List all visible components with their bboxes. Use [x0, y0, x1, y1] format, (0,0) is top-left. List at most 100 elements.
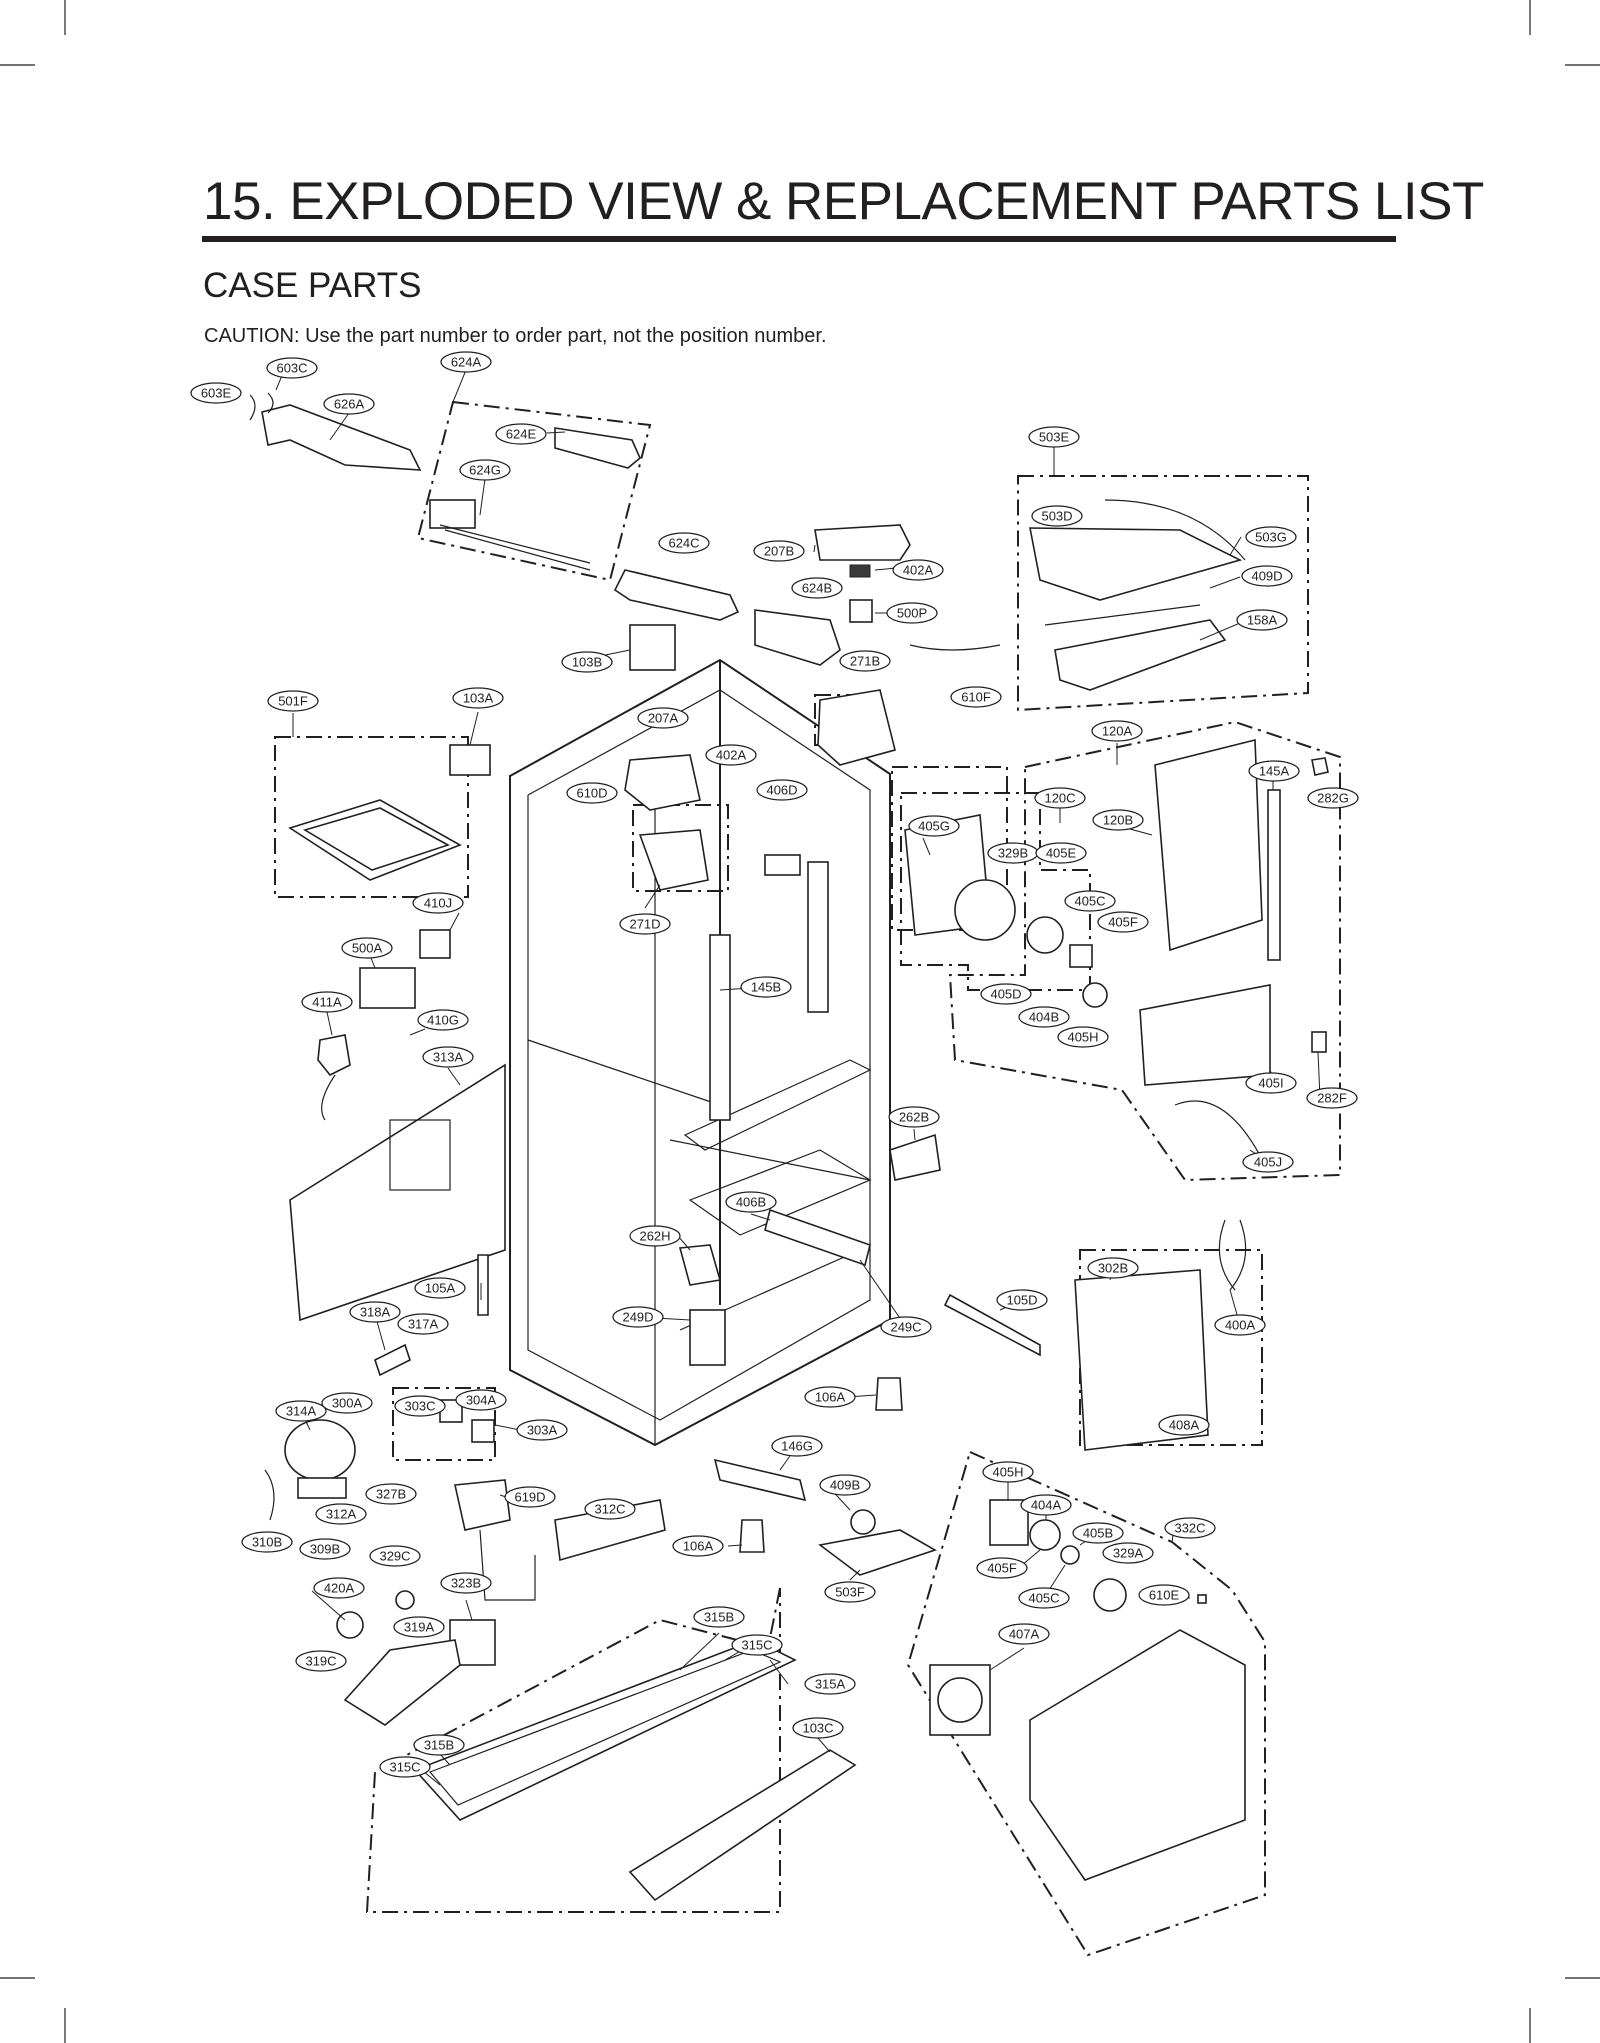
- callout-label: 408A: [1169, 1418, 1200, 1433]
- callout-label: 313A: [433, 1050, 464, 1065]
- callout-label: 146G: [781, 1439, 813, 1454]
- callout-label: 503G: [1255, 530, 1287, 545]
- callout-label: 411A: [312, 995, 342, 1010]
- callout-label: 103C: [802, 1721, 833, 1736]
- callout-label: 500P: [897, 606, 927, 621]
- callout-label: 302B: [1098, 1261, 1128, 1276]
- callout-label: 503D: [1041, 509, 1072, 524]
- callout-label: 503F: [835, 1585, 865, 1600]
- callout-labels: 603C 603E 626A 624A 624E 624G 503E 503D …: [190, 351, 1359, 1778]
- callout-label: 405J: [1254, 1155, 1282, 1170]
- callout-label: 406D: [766, 783, 797, 798]
- callout-label: 624A: [451, 355, 482, 370]
- callout-label: 405F: [987, 1561, 1017, 1576]
- callout-label: 207B: [764, 544, 794, 559]
- callout-label: 310B: [252, 1535, 282, 1550]
- callout-label: 312C: [594, 1502, 625, 1517]
- callout-label: 319A: [404, 1620, 435, 1635]
- callout-label: 282F: [1317, 1091, 1347, 1106]
- callout-label: 303A: [527, 1423, 558, 1438]
- callout-label: 329C: [379, 1549, 410, 1564]
- callout-label: 500A: [352, 941, 383, 956]
- callout-label: 405B: [1083, 1526, 1113, 1541]
- callout-label: 262H: [639, 1229, 670, 1244]
- callout-label: 610E: [1149, 1588, 1180, 1603]
- callout-label: 420A: [324, 1581, 355, 1596]
- callout-label: 402A: [903, 563, 934, 578]
- callout-label: 405D: [990, 987, 1021, 1002]
- page-title: 15. EXPLODED VIEW & REPLACEMENT PARTS LI…: [203, 172, 1484, 231]
- callout-label: 409B: [830, 1478, 860, 1493]
- callout-label: 404B: [1029, 1010, 1059, 1025]
- callout-label: 405C: [1074, 894, 1105, 909]
- callout-label: 249D: [622, 1310, 653, 1325]
- callout-label: 610D: [576, 786, 607, 801]
- callout-label: 158A: [1247, 613, 1278, 628]
- callout-label: 410G: [427, 1013, 459, 1028]
- callout-label: 603E: [201, 386, 232, 401]
- callout-label: 271B: [850, 654, 880, 669]
- callout-label: 315A: [815, 1677, 846, 1692]
- callout-label: 312A: [326, 1507, 357, 1522]
- callout-label: 120C: [1044, 791, 1075, 806]
- callout-label: 624E: [506, 427, 537, 442]
- callout-label: 624G: [469, 463, 501, 478]
- callout-label: 106A: [815, 1390, 846, 1405]
- callout-label: 319C: [305, 1654, 336, 1669]
- callout-label: 300A: [332, 1396, 363, 1411]
- callout-label: 106A: [683, 1539, 714, 1554]
- callout-label: 314A: [286, 1404, 317, 1419]
- callout-label: 603C: [276, 361, 307, 376]
- callout-label: 405F: [1108, 915, 1138, 930]
- callout-label: 409D: [1251, 569, 1282, 584]
- callout-label: 207A: [648, 711, 679, 726]
- title-rule: [202, 236, 1396, 242]
- callout-label: 619D: [514, 1490, 545, 1505]
- callout-label: 103A: [463, 691, 494, 706]
- callout-label: 626A: [334, 397, 365, 412]
- callout-label: 402A: [716, 748, 747, 763]
- caution-note: CAUTION: Use the part number to order pa…: [204, 325, 827, 347]
- callout-label: 105A: [425, 1281, 456, 1296]
- callout-label: 145A: [1259, 764, 1290, 779]
- callout-label: 120A: [1102, 724, 1133, 739]
- callout-label: 145B: [751, 980, 781, 995]
- callout-label: 624B: [802, 581, 832, 596]
- callout-label: 610F: [961, 690, 991, 705]
- callout-label: 249C: [890, 1320, 921, 1335]
- callout-label: 282G: [1317, 791, 1349, 806]
- callout-label: 103B: [572, 655, 602, 670]
- callout-label: 405E: [1046, 846, 1077, 861]
- callout-label: 405G: [918, 819, 950, 834]
- parts: [249, 392, 1329, 1902]
- callout-label: 405I: [1258, 1076, 1283, 1091]
- callout-label: 332C: [1174, 1521, 1205, 1536]
- callout-label: 329A: [1113, 1546, 1144, 1561]
- section-title: CASE PARTS: [203, 266, 422, 305]
- callout-label: 624C: [668, 536, 699, 551]
- callout-label: 503E: [1039, 430, 1070, 445]
- callout-label: 410J: [424, 896, 452, 911]
- callout-label: 262B: [899, 1110, 929, 1125]
- callout-label: 327B: [376, 1487, 406, 1502]
- callout-label: 315B: [424, 1738, 454, 1753]
- callout-label: 404A: [1031, 1498, 1062, 1513]
- callout-label: 405C: [1028, 1591, 1059, 1606]
- callout-label: 501F: [278, 694, 308, 709]
- callout-label: 303C: [404, 1399, 435, 1414]
- callout-label: 120B: [1103, 813, 1133, 828]
- callout-label: 323B: [451, 1576, 481, 1591]
- callout-label: 400A: [1225, 1318, 1256, 1333]
- callout-label: 105D: [1006, 1293, 1037, 1308]
- callout-label: 315B: [704, 1610, 734, 1625]
- callout-label: 309B: [310, 1542, 340, 1557]
- callout-label: 315C: [389, 1760, 420, 1775]
- callout-label: 317A: [408, 1317, 439, 1332]
- callout-label: 405H: [1067, 1030, 1098, 1045]
- callout-label: 406B: [736, 1195, 766, 1210]
- callout-label: 315C: [741, 1638, 772, 1653]
- callout-label: 407A: [1009, 1627, 1040, 1642]
